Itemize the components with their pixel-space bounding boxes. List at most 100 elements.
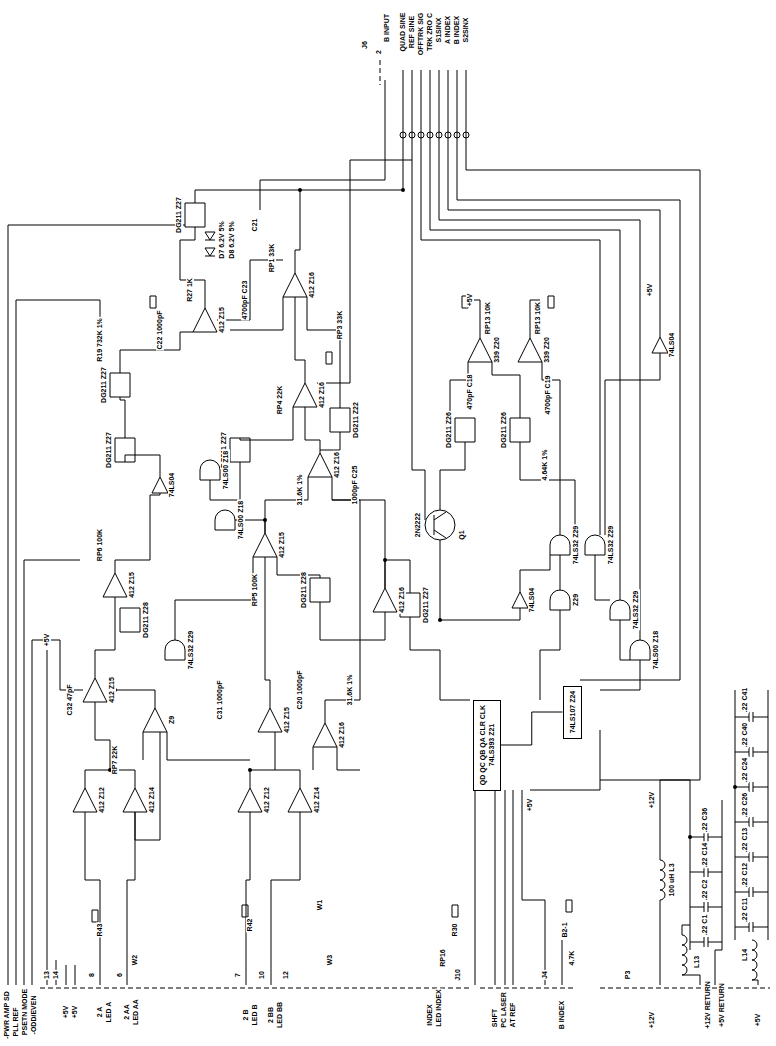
ic-text-block: QD QC QB QA CLR CLK74LS393 Z21 [478,705,496,786]
schematic-label: 412 Z15 [128,571,136,599]
schematic-label: 339 Z20 [493,336,501,364]
schematic-label: DG211 Z22 [352,401,360,439]
transistor-symbol [425,510,455,540]
schematic-label: PSETN MODE [21,988,29,1036]
schematic-label: C20 1000pF [296,670,304,711]
schematic-label: RP4 22K [276,385,284,415]
schematic-label: RP1 33K [268,243,276,273]
schematic-label: RP16 [439,948,447,968]
schematic-label: LED BB [276,1001,284,1029]
schematic-label: 74LS04 [168,472,176,499]
schematic-label: RP13 10K [484,301,492,335]
schematic-label: D7 6.2V 5% [218,220,226,259]
schematic-label: 4700pF C23 [241,280,249,321]
schematic-label: +12V [648,791,656,810]
schematic-label: 4.7K [568,950,576,967]
schematic-label: DG211 Z27 [100,366,108,404]
schematic-label: B2-1 [561,921,569,938]
schematic-label: B INDEX [453,15,461,45]
schematic-label: 2 [375,49,383,55]
inductor-symbol [660,860,757,980]
schematic-label: R43 [96,923,104,938]
schematic-label: 412 Z15 [283,706,291,734]
schematic-label: DG211 Z27 [105,431,113,469]
schematic-label: Z29 [572,593,580,607]
schematic-label: R27 1K [186,277,194,303]
schematic-label: RP6 100K [96,528,104,562]
schematic-label: SHFT [491,1008,499,1028]
schematic-label: 339 Z20 [543,336,551,364]
schematic-label: DG211 Z27 [175,196,183,234]
connector-pin [400,132,469,138]
diode-symbol [205,232,215,256]
schematic-label: 412 Z15 [278,531,286,559]
schematic-label: LED B [251,1004,259,1027]
schematic-label: 2N2222 [414,512,422,539]
transistor-leads [434,512,446,538]
schematic-label: C32 47pF [66,683,74,716]
schematic-label: 412 Z12 [98,786,106,814]
schematic-label: +5V [71,1005,79,1020]
schematic-label: 412 Z15 [218,306,226,334]
schematic-label: 412 Z16 [308,271,316,299]
wire [8,70,768,985]
schematic-label: +5V [754,1013,762,1028]
schematic-label: DG211 Z26 [500,411,508,449]
schematic-label: LED INDEX [435,988,443,1027]
schematic-label: W2 [131,954,139,967]
schematic-label: 100 uH L3 [668,862,676,897]
schematic-label: PC LASER [500,991,508,1028]
schematic-label: +5V [62,1005,70,1020]
schematic-label: 10 [258,970,266,980]
schematic-label: 2 B [242,1009,250,1022]
schematic-label: R19 732K 1% [96,317,104,363]
schematic-label: 412 Z16 [318,381,326,409]
schematic-label: W1 [316,899,324,912]
schematic-label: QUAD SINE [399,12,407,53]
schematic-label: .22 C11 [741,897,749,923]
schematic-label: 412 Z14 [148,786,156,814]
schematic-label: 74LS00 Z18 [222,450,230,491]
schematic-label: C31 1000pF [216,680,224,721]
schematic-label: AT REF [509,1002,517,1029]
schematic-label: L13 [693,955,701,969]
schematic-label: 412 Z16 [398,586,406,614]
schematic-label: .22 C40 [741,722,749,749]
schematic-label: J6 [361,40,369,50]
schematic-label: RP7 22K [111,745,119,775]
schematic-label: 8 [88,972,96,978]
ic-label: 74LS107 Z24 [568,691,577,734]
ic-package-box: QD QC QB QA CLR CLK74LS393 Z21 [473,700,501,791]
schematic-label: L14 [741,948,749,962]
schematic-label: DG211 Z26 [445,411,453,449]
schematic-label: R30 [451,923,459,938]
ic-label: QD QC QB QA CLR CLK [478,705,487,786]
schematic-label: 4.64K 1% [541,449,549,482]
schematic-label: +5V [526,798,534,813]
schematic-label: +12V RETURN [704,980,712,1030]
ic-label: 74LS393 Z21 [487,705,496,786]
schematic-label: INDEX [426,1003,434,1026]
schematic-label: 74LS04 [668,332,676,359]
schematic-label: 6 [116,972,124,978]
schematic-label: +5V [646,283,654,298]
schematic-label: +5V [466,293,474,308]
schematic-label: 412 Z14 [313,786,321,814]
schematic-label: PLL REF [12,1006,20,1037]
schematic-label: 74LS32 Z29 [572,525,580,566]
schematic-label: .22 C2 [701,879,709,902]
schematic-label: -ODD/EVEN [30,995,38,1036]
schematic-label: B INPUT [383,13,391,43]
schematic-label: RP13 10K [534,301,542,335]
schematic-label: S1SINX [435,17,443,44]
schematic-label: 74LS32 Z29 [607,525,615,566]
schematic-label: J4 [541,970,549,980]
schematic-label: 7 [234,972,242,978]
schematic-label: -PWR AMP SD [3,990,11,1039]
schematic-label: 2 BB [267,1006,275,1024]
schematic-label: DG211 Z28 [142,601,150,639]
schematic-label: Z9 [168,715,176,725]
